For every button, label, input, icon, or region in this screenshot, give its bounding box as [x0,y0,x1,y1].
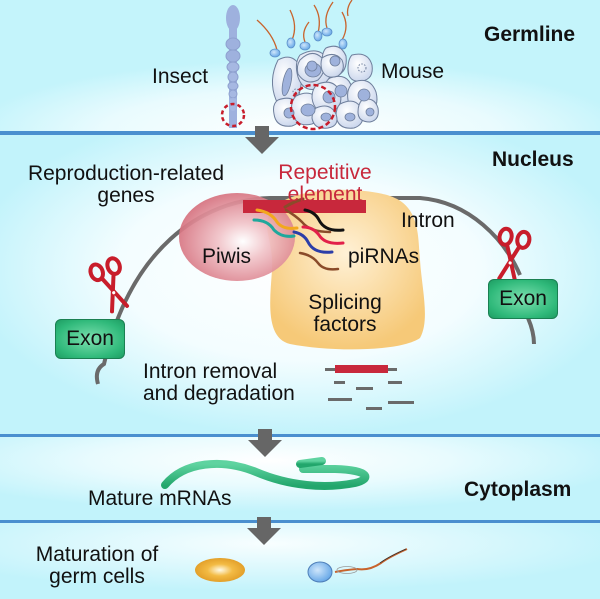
exon-left: Exon [55,319,125,359]
mature-mrnas-label: Mature mRNAs [88,487,232,510]
repetitive-element-label-line2: element [287,183,363,207]
repetitive-element-label: Repetitive element [270,161,380,207]
cytoplasm-band [0,435,600,520]
insect-highlight-circle [220,102,246,128]
splicing-factors-label: Splicing factors [290,291,400,337]
intron-removal-label: Intron removal and degradation [143,360,295,406]
maturation-label: Maturation of germ cells [22,543,172,589]
mouse-highlight-circle [289,83,337,131]
maturation-label-line1: Maturation of [35,543,159,566]
splicing-factors-blob [267,189,425,350]
mouse-label: Mouse [381,60,445,83]
mature-mrna-strand [161,457,370,490]
section-title-cytoplasm: Cytoplasm [464,478,572,501]
sperm-cell-icon [307,548,408,583]
piwis-protein [179,193,295,281]
exon-right: Exon [488,279,558,319]
section-title-germline: Germline [484,23,576,46]
maturation-label-line2: germ cells [49,565,145,589]
repetitive-element-bar [243,200,366,213]
section-title-nucleus: Nucleus [492,148,574,171]
degraded-intron-fragments-icon [325,365,414,410]
insect-label: Insect [152,65,209,88]
divider-cytoplasm-maturation [0,520,600,523]
gene-strand-end [526,317,536,345]
divider-nucleus-cytoplasm [0,434,600,437]
oocyte-icon [195,558,245,582]
splicing-factors-label-line2: factors [313,313,377,337]
divider-germline-nucleus [0,131,600,135]
reproduction-genes-label: Reproduction-related genes [6,162,246,208]
reproduction-genes-label-line1: Reproduction-related [27,162,225,185]
intron-label: Intron [401,209,455,232]
pirnas-label: piRNAs [348,245,420,268]
mouse-testis-cells-icon [256,0,379,131]
intron-removal-label-line2: and degradation [143,382,295,406]
pirna-strands [252,197,345,271]
maturation-band [0,520,600,599]
repetitive-element-label-line1: Repetitive [278,161,372,184]
splicing-factors-label-line1: Splicing [308,291,382,314]
piwis-label: Piwis [202,245,252,268]
insect-ovariole-icon [220,5,246,128]
reproduction-genes-label-line2: genes [97,184,155,208]
intron-removal-label-line1: Intron removal [143,360,278,383]
